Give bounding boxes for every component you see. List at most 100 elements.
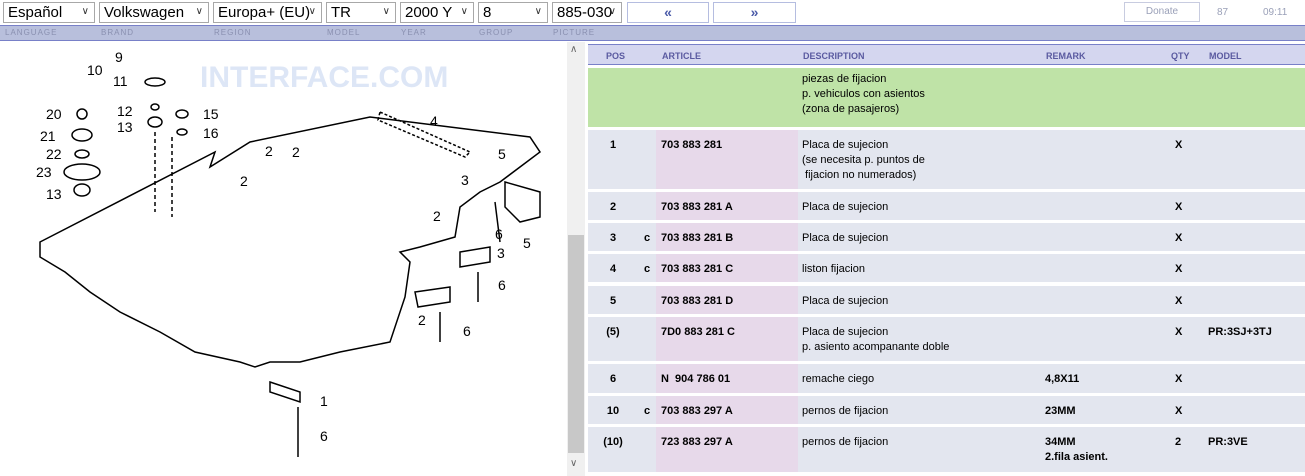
chevron-down-icon: ∨ xyxy=(608,6,616,17)
article-cell[interactable]: 703 883 281 C xyxy=(661,263,734,275)
previous-picture-button[interactable]: « xyxy=(627,2,709,23)
model-select[interactable]: TR ∨ xyxy=(326,2,396,23)
svg-text:5: 5 xyxy=(523,235,531,251)
article-column-bg xyxy=(656,286,798,314)
remark-cell: 4,8X11 xyxy=(1045,373,1080,385)
table-row[interactable]: (10) 723 883 297 A pernos de fijacion 34MM … xyxy=(588,427,1305,472)
header-pos: POS xyxy=(606,51,626,61)
donate-button[interactable]: Donate xyxy=(1124,2,1200,22)
svg-text:21: 21 xyxy=(40,128,56,144)
description-cell: remache ciego xyxy=(802,373,875,385)
language-select[interactable]: Español∨ xyxy=(3,2,95,23)
chevron-down-icon: ∨ xyxy=(460,6,468,17)
svg-text:6: 6 xyxy=(495,226,503,242)
svg-text:20: 20 xyxy=(46,106,62,122)
svg-text:13: 13 xyxy=(117,119,133,135)
pos-cell: 3 xyxy=(609,232,617,244)
article-cell[interactable]: N 904 786 01 xyxy=(661,373,731,385)
svg-text:5: 5 xyxy=(498,146,506,162)
region-select[interactable]: Europa+ (EU)∨ xyxy=(213,2,322,23)
article-cell[interactable]: 703 883 281 B xyxy=(661,232,734,244)
flag-cell: c xyxy=(644,405,651,417)
table-row[interactable]: 5 703 883 281 D Placa de sujecion X xyxy=(588,286,1305,314)
qty-cell: X xyxy=(1175,326,1183,338)
article-column-bg xyxy=(656,254,798,282)
svg-text:6: 6 xyxy=(320,428,328,444)
next-picture-button[interactable]: » xyxy=(713,2,796,23)
counter: 87 xyxy=(1217,7,1229,18)
chevron-down-icon: ∨ xyxy=(81,6,89,17)
remark-cell: 34MM 2.fila asient. xyxy=(1045,436,1108,463)
diagram-scrollbar[interactable]: ∧ ∨ xyxy=(567,42,585,476)
qty-cell: X xyxy=(1175,201,1183,213)
article-column-bg xyxy=(656,396,798,424)
scroll-down-icon[interactable]: ∨ xyxy=(570,458,578,469)
remark-cell: 23MM xyxy=(1045,405,1076,417)
region-value: Europa+ (EU) xyxy=(218,4,311,21)
article-cell[interactable]: 7D0 883 281 C xyxy=(661,326,735,338)
svg-text:2: 2 xyxy=(292,144,300,160)
pos-cell: (10) xyxy=(603,436,623,448)
qty-cell: X xyxy=(1175,139,1183,151)
article-column-bg xyxy=(656,223,798,251)
svg-text:2: 2 xyxy=(433,208,441,224)
svg-text:12: 12 xyxy=(117,103,133,119)
article-column-bg xyxy=(656,364,798,393)
year-select[interactable]: 2000 Y ∨ xyxy=(400,2,474,23)
model-value: TR xyxy=(331,4,351,21)
model-cell: PR:3VE xyxy=(1208,436,1248,448)
article-column-bg xyxy=(656,130,798,189)
watermark: INTERFACE.COM xyxy=(200,61,448,94)
picture-select[interactable]: 885-030∨ xyxy=(552,2,622,23)
table-row[interactable]: 6 N 904 786 01 remache ciego 4,8X11 X xyxy=(588,364,1305,393)
flag-cell: c xyxy=(644,232,651,244)
scroll-up-icon[interactable]: ∧ xyxy=(570,44,578,55)
label-region: REGION xyxy=(214,28,252,37)
qty-cell: X xyxy=(1175,373,1183,385)
chevron-down-icon: ∨ xyxy=(308,6,316,17)
header-remark: REMARK xyxy=(1046,51,1086,61)
label-brand: BRAND xyxy=(101,28,135,37)
chevron-down-icon: ∨ xyxy=(195,6,203,17)
svg-text:2: 2 xyxy=(265,143,273,159)
pos-cell: 6 xyxy=(609,373,617,385)
scrollbar-thumb[interactable] xyxy=(568,235,584,453)
top-toolbar: Español∨ Volkswagen∨ Europa+ (EU)∨ TR∨ 2… xyxy=(0,0,1305,25)
label-language: LANGUAGE xyxy=(5,28,58,37)
flag-cell: c xyxy=(644,263,651,275)
pos-cell: 5 xyxy=(609,295,617,307)
qty-cell: 2 xyxy=(1175,436,1182,448)
header-model: MODEL xyxy=(1209,51,1242,61)
article-cell[interactable]: 703 883 281 D xyxy=(661,295,734,307)
svg-text:2: 2 xyxy=(418,312,426,328)
article-cell[interactable]: 703 883 297 A xyxy=(661,405,733,417)
article-cell[interactable]: 703 883 281 xyxy=(661,139,723,151)
description-cell: Placa de sujecion xyxy=(802,295,889,307)
article-column-bg xyxy=(656,427,798,472)
chevron-down-icon: ∨ xyxy=(382,6,390,17)
article-cell[interactable]: 723 883 297 A xyxy=(661,436,733,448)
pos-cell: 10 xyxy=(606,405,620,417)
article-cell[interactable]: 703 883 281 A xyxy=(661,201,733,213)
label-picture: PICTURE xyxy=(553,28,596,37)
article-column-bg xyxy=(656,317,798,361)
parts-table: POS ARTICLE DESCRIPTION REMARK QTY MODEL… xyxy=(588,42,1305,476)
svg-text:1: 1 xyxy=(320,393,328,409)
selector-labels: LANGUAGE BRAND REGION MODEL YEAR GROUP P… xyxy=(0,25,1305,41)
article-column-bg xyxy=(656,192,798,220)
model-cell: PR:3SJ+3TJ xyxy=(1208,326,1272,338)
year-value: 2000 Y xyxy=(405,4,453,21)
svg-text:16: 16 xyxy=(203,125,219,141)
brand-select[interactable]: Volkswagen∨ xyxy=(99,2,209,23)
qty-cell: X xyxy=(1175,295,1183,307)
group-select[interactable]: 8∨ xyxy=(478,2,548,23)
description-cell: pernos de fijacion xyxy=(802,436,889,448)
